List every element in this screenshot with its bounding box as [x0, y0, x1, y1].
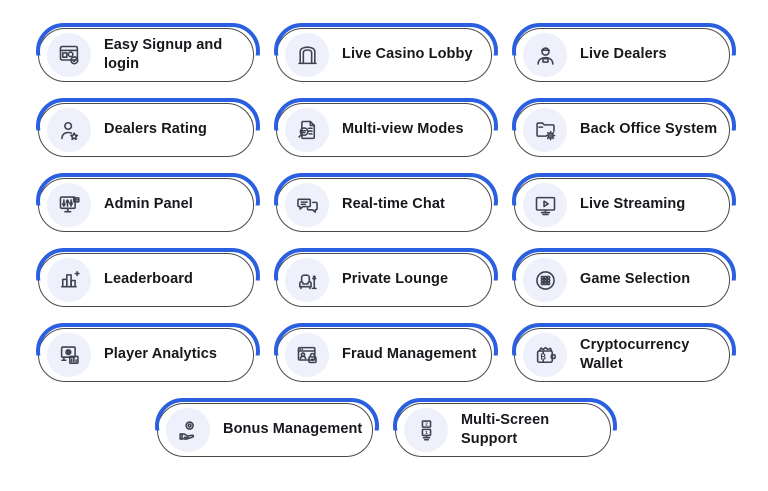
card-live-streaming: Live Streaming: [514, 178, 730, 232]
dotted-ball-icon: [523, 258, 567, 302]
svg-text:1: 1: [425, 429, 428, 435]
feature-label: Back Office System: [580, 121, 718, 138]
feature-label: Live Dealers: [580, 46, 667, 63]
armchair-table-icon: [285, 258, 329, 302]
card-multi-view-modes: Multi-view Modes: [276, 103, 492, 157]
feature-label: Fraud Management: [342, 346, 477, 363]
screen-analytics-icon: [47, 333, 91, 377]
card-game-selection: Game Selection: [514, 253, 730, 307]
feature-label: Bonus Management: [223, 421, 363, 438]
feature-label: Live Casino Lobby: [342, 46, 473, 63]
chat-bubbles-icon: [285, 183, 329, 227]
feature-label: Private Lounge: [342, 271, 449, 288]
feature-label: Leaderboard: [104, 271, 193, 288]
features-row-3: Admin Panel Real-time Chat Live Stream: [0, 178, 768, 232]
bar-chart-plus-icon: [47, 258, 91, 302]
card-bonus-management: Bonus Management: [157, 403, 373, 457]
monitor-play-icon: [523, 183, 567, 227]
stacked-screens-icon: 2 1: [404, 408, 448, 452]
card-live-casino-lobby: Live Casino Lobby: [276, 28, 492, 82]
feature-label: Real-time Chat: [342, 196, 445, 213]
card-admin-panel: Admin Panel: [38, 178, 254, 232]
features-row-6: Bonus Management 2 1 Multi-Screen Suppor…: [0, 403, 768, 457]
features-row-5: Player Analytics Fraud Management: [0, 328, 768, 382]
card-multi-screen-support: 2 1 Multi-Screen Support: [395, 403, 611, 457]
hand-medal-icon: [166, 408, 210, 452]
card-back-office-system: Back Office System: [514, 103, 730, 157]
features-row-4: Leaderboard Private Lounge: [0, 253, 768, 307]
card-leaderboard: Leaderboard: [38, 253, 254, 307]
feature-label: Dealers Rating: [104, 121, 207, 138]
features-row-2: Dealers Rating Multi-view Modes: [0, 103, 768, 157]
svg-text:2: 2: [425, 421, 428, 427]
features-grid: Easy Signup and login Live Casino Lobby: [0, 0, 768, 478]
feature-label: Admin Panel: [104, 196, 193, 213]
card-live-dealers: Live Dealers: [514, 28, 730, 82]
signup-window-badge-icon: [47, 33, 91, 77]
feature-label: Cryptocurrency Wallet: [580, 336, 690, 372]
monitor-sliders-icon: [47, 183, 91, 227]
card-player-analytics: Player Analytics: [38, 328, 254, 382]
features-row-1: Easy Signup and login Live Casino Lobby: [0, 28, 768, 82]
folder-gear-icon: [523, 108, 567, 152]
feature-label: Game Selection: [580, 271, 691, 288]
browser-user-lock-icon: [285, 333, 329, 377]
lobby-archway-icon: [285, 33, 329, 77]
bitcoin-wallet-icon: B: [523, 333, 567, 377]
feature-label: Easy Signup and login: [104, 36, 223, 72]
document-magnifier-icon: [285, 108, 329, 152]
feature-label: Live Streaming: [580, 196, 686, 213]
person-star-icon: [47, 108, 91, 152]
feature-label: Player Analytics: [104, 346, 218, 363]
card-dealers-rating: Dealers Rating: [38, 103, 254, 157]
card-easy-signup: Easy Signup and login: [38, 28, 254, 82]
card-private-lounge: Private Lounge: [276, 253, 492, 307]
svg-text:B: B: [540, 352, 546, 361]
card-real-time-chat: Real-time Chat: [276, 178, 492, 232]
feature-label: Multi-Screen Support: [461, 411, 550, 447]
dealer-person-icon: [523, 33, 567, 77]
feature-label: Multi-view Modes: [342, 121, 464, 138]
card-cryptocurrency-wallet: B Cryptocurrency Wallet: [514, 328, 730, 382]
card-fraud-management: Fraud Management: [276, 328, 492, 382]
